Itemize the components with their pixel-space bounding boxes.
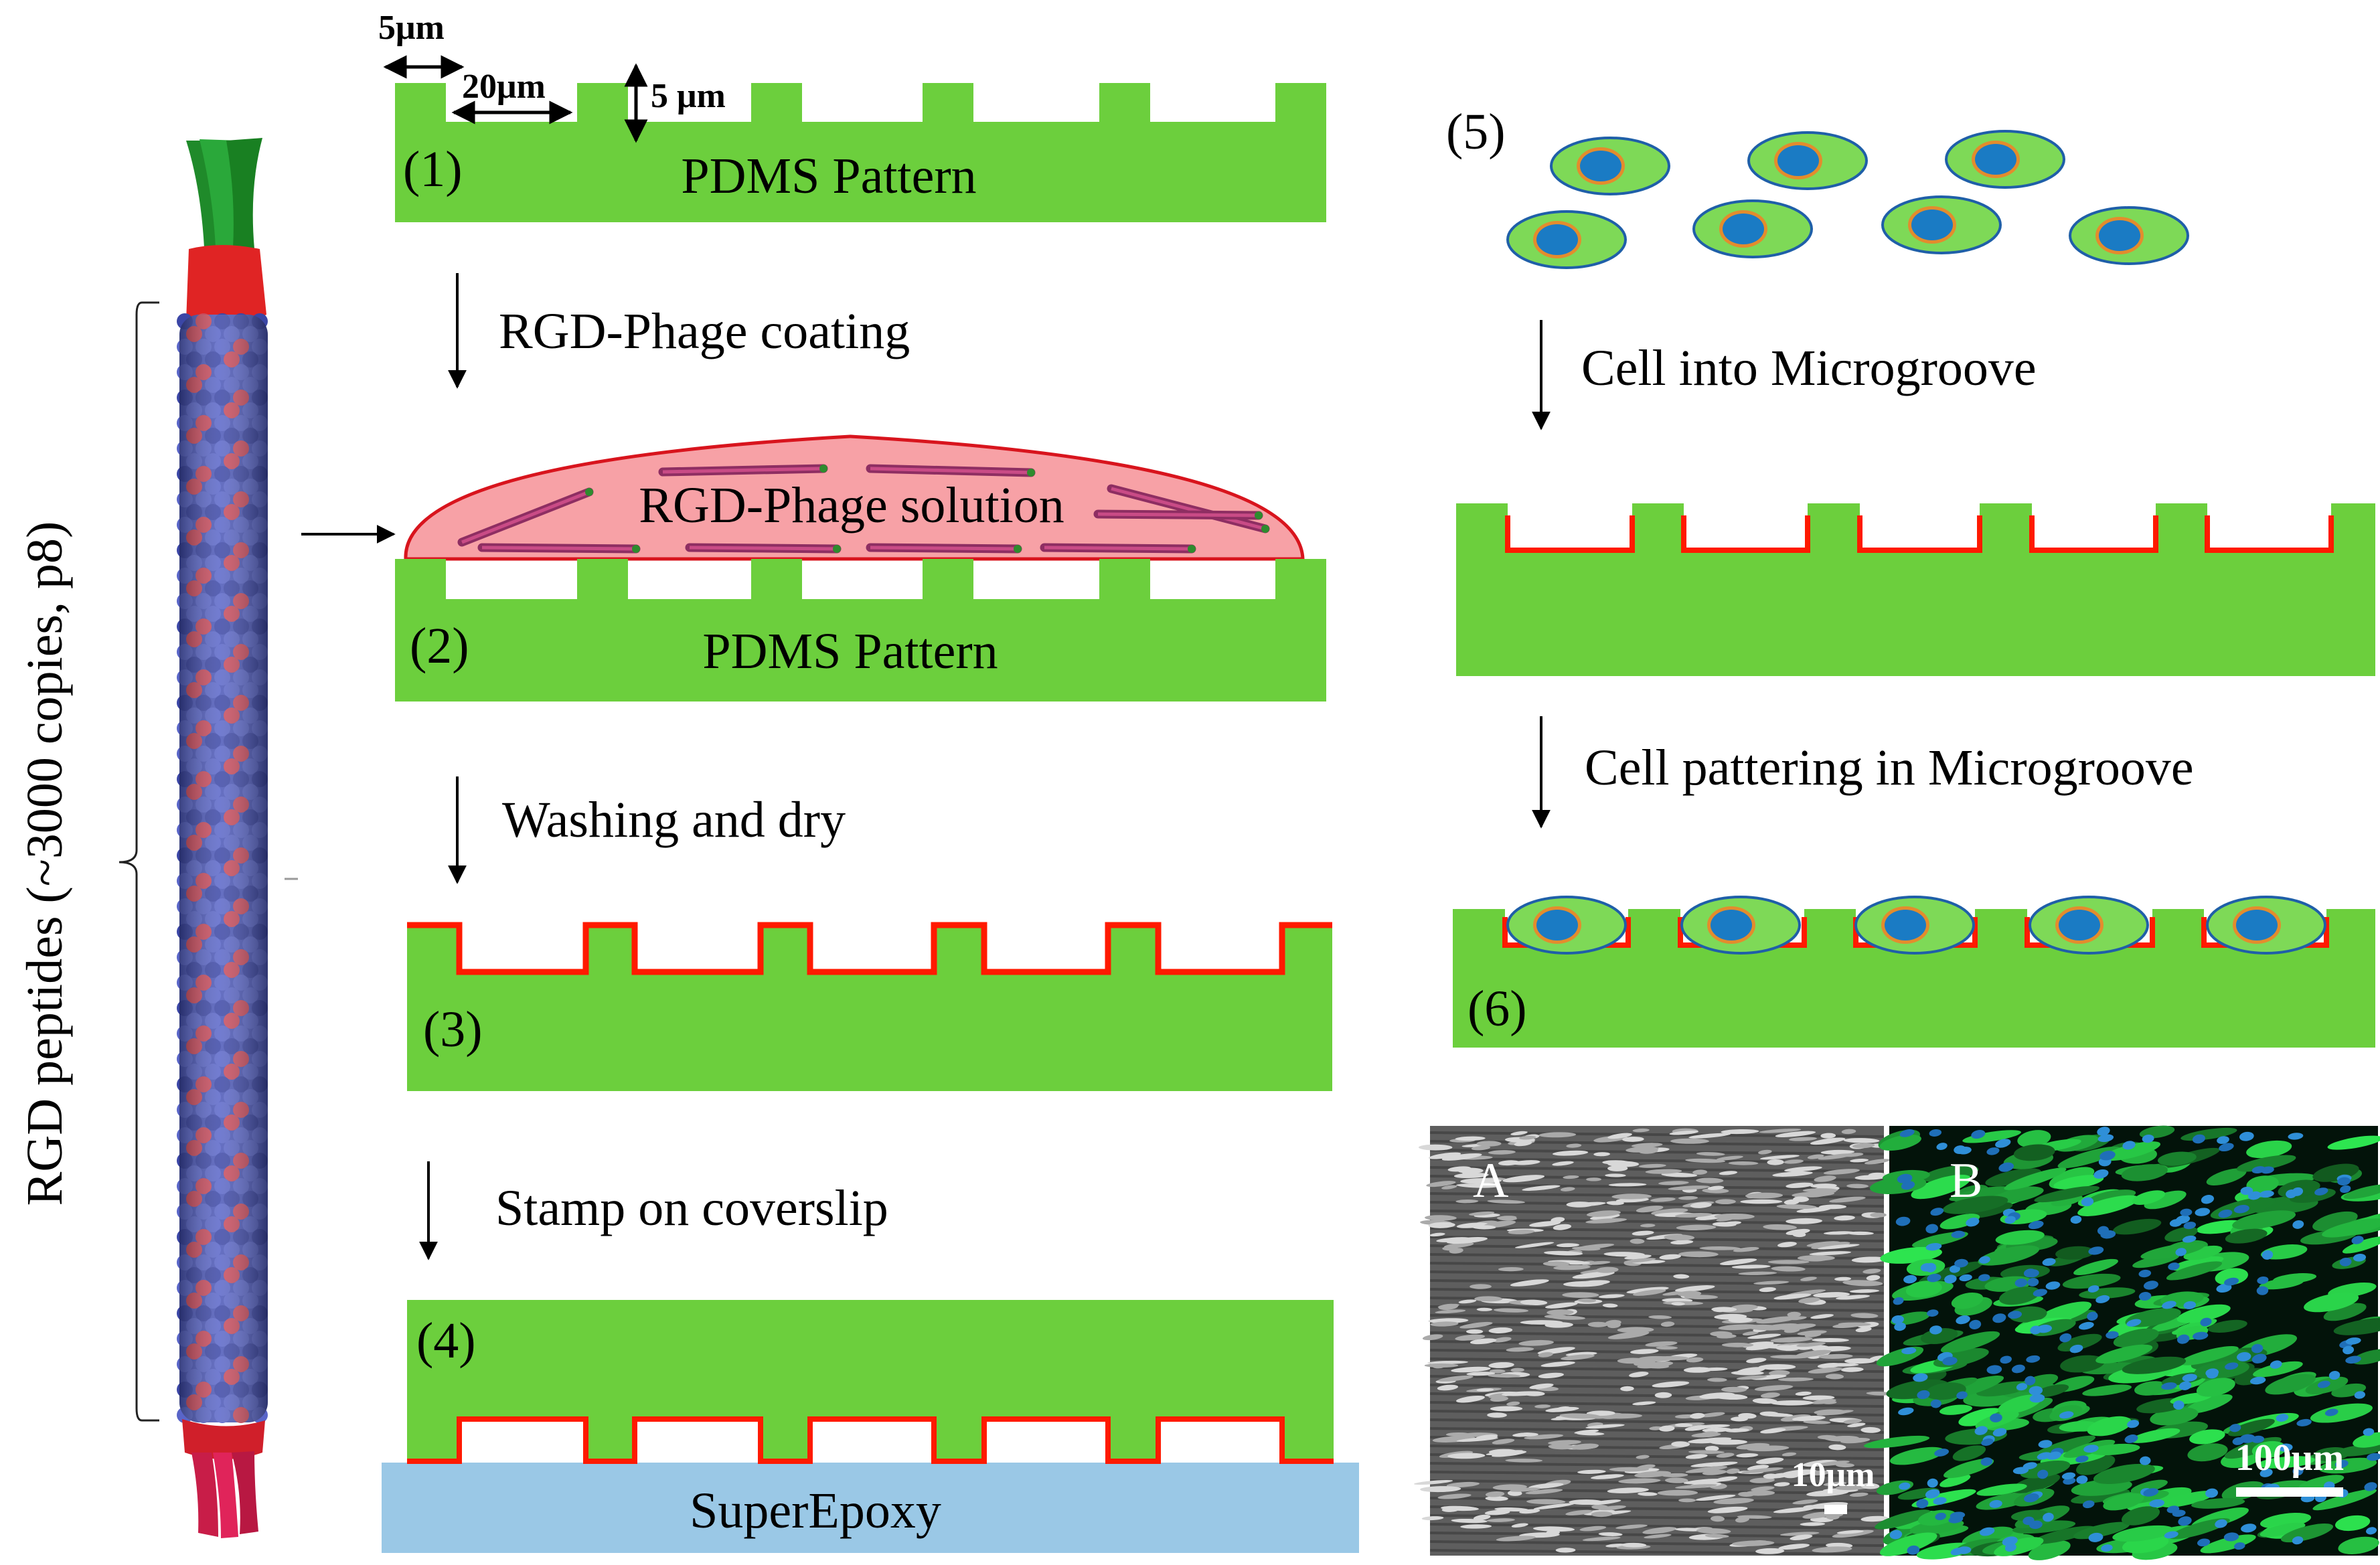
step-number: (2)	[410, 618, 469, 674]
pdms-pattern-3	[407, 924, 1332, 1091]
rgd-phage-coating-layer	[407, 922, 1332, 975]
dimension-5um-width: 5μm	[378, 9, 445, 47]
dimension-20um: 20μm	[462, 68, 546, 106]
phage-illustration: RGD peptides (~3000 copies, p8)	[17, 138, 298, 1538]
step-3: (3)	[407, 922, 1332, 1091]
rgd-phage-groove-coating	[1505, 515, 2334, 553]
scale-bar	[1824, 1505, 1847, 1514]
rgd-phage-solution-droplet	[404, 434, 1305, 561]
superepoxy-coverslip	[382, 1463, 1359, 1553]
micrograph-a-sem: A 10μm	[1414, 1126, 1893, 1556]
scale-bar-label: 100μm	[2235, 1437, 2344, 1479]
step-number: (1)	[403, 141, 463, 197]
fluorescence-texture	[1864, 1125, 2380, 1560]
panel-label: A	[1473, 1153, 1508, 1208]
patterned-substrate	[1456, 503, 2375, 676]
phage-caption: RGD peptides (~3000 copies, p8)	[17, 521, 73, 1206]
cells-in-grooves	[1506, 896, 2326, 955]
step-6: (6)	[1453, 896, 2375, 1048]
sem-texture	[1414, 1128, 1893, 1556]
rgd-phage-coating-layer	[407, 1416, 1334, 1464]
scale-bar-label: 10μm	[1792, 1456, 1875, 1494]
pdms-stamp-inverted	[407, 1300, 1334, 1463]
phage-end-red-base	[182, 1419, 265, 1459]
step-5: (5)	[1446, 104, 2189, 269]
panel-label: B	[1950, 1153, 1982, 1208]
phage-tip-green-proteins	[186, 138, 262, 249]
process-arrow-5: Cell pattering in Microgroove	[1532, 716, 2194, 829]
pdms-pattern-label: PDMS Pattern	[702, 623, 998, 679]
process-arrow-4: Cell into Microgroove	[1532, 320, 2037, 430]
step-number: (3)	[423, 1001, 483, 1058]
step-1: (1) PDMS Pattern 5μm 20μm 5 μm	[378, 9, 1326, 222]
step-4: SuperEpoxy (4)	[382, 1300, 1359, 1553]
process-step-label: RGD-Phage coating	[499, 303, 910, 359]
phage-side-bracket	[118, 301, 159, 1422]
process-step-label: Stamp on coverslip	[495, 1180, 888, 1236]
step-number: (5)	[1446, 104, 1506, 160]
step-number: (4)	[416, 1313, 476, 1369]
pdms-grooves-with-cells	[1453, 909, 2375, 1048]
process-arrow-3: Stamp on coverslip	[419, 1161, 888, 1260]
free-cells	[1506, 130, 2189, 269]
phage-end-red-cap	[186, 245, 266, 327]
dimension-5um-depth: 5 μm	[651, 77, 726, 115]
step-2: RGD-Phage solution (2) PDMS Pattern	[301, 434, 1326, 702]
process-step-label: Cell into Microgroove	[1581, 340, 2037, 396]
rgd-phage-solution-label: RGD-Phage solution	[639, 477, 1064, 533]
process-step-label: Washing and dry	[502, 792, 846, 848]
process-step-label: Cell pattering in Microgroove	[1585, 740, 2194, 796]
rgd-phage-particles	[457, 464, 1270, 554]
step-number: (6)	[1467, 981, 1527, 1037]
scale-bar	[2236, 1487, 2343, 1497]
process-arrow-2: Washing and dry	[448, 776, 846, 884]
pdms-pattern-label: PDMS Pattern	[681, 148, 976, 204]
phage-tail-proteins	[191, 1451, 258, 1538]
phage-coat-p8	[177, 313, 268, 1423]
micrograph-b-fluorescence: B 100μm	[1864, 1125, 2380, 1560]
process-arrow-1: RGD-Phage coating	[448, 273, 910, 389]
pdms-pattern-2	[395, 559, 1326, 702]
superepoxy-label: SuperEpoxy	[690, 1483, 941, 1539]
pdms-grooves-coated	[1456, 503, 2375, 676]
